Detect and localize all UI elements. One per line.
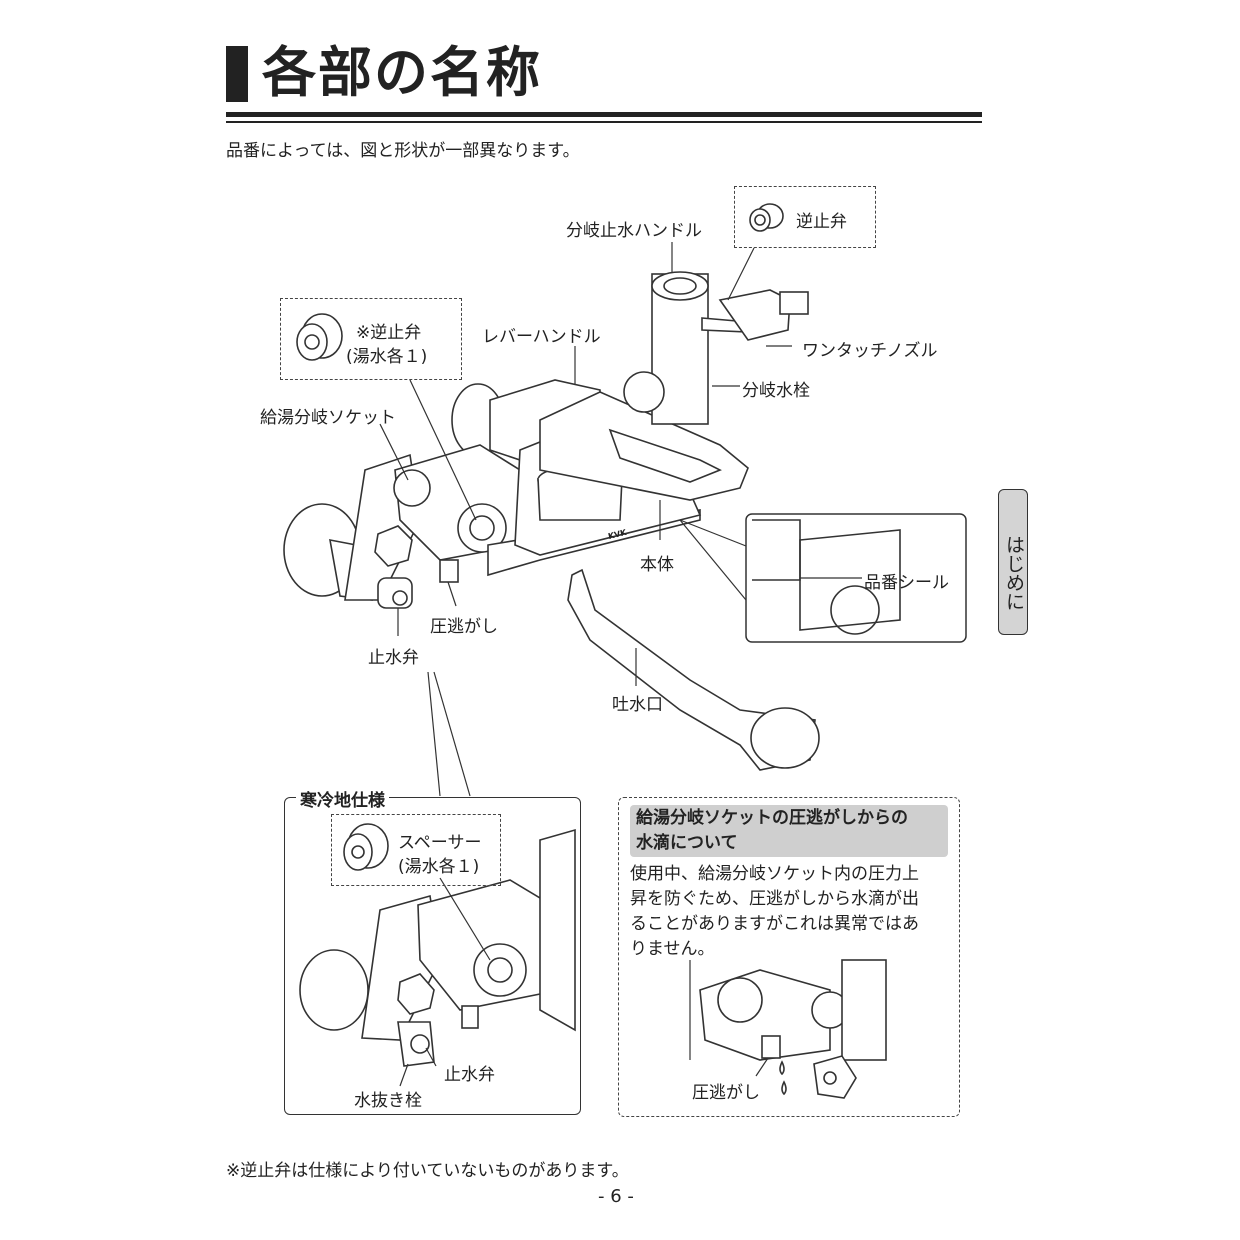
branch-stop-handle-shape	[651, 271, 709, 301]
spout-shape	[567, 568, 816, 771]
info-heading-line-2: 水滴について	[636, 833, 738, 853]
leader-lines	[379, 242, 792, 797]
label-spacer-2: (湯水各１)	[398, 857, 480, 877]
page-number: - 6 -	[598, 1186, 634, 1207]
label-branch-faucet: 分岐水栓	[742, 381, 810, 401]
label-check-valve-note-1: ※逆止弁	[356, 323, 422, 343]
info-body: 使用中、給湯分岐ソケット内の圧力上 昇を防ぐため、圧逃がしから水滴が出 ることが…	[630, 862, 952, 962]
spout-head	[750, 707, 820, 769]
check-valve-icon	[749, 203, 784, 232]
label-info-pressure-relief: 圧逃がし	[692, 1083, 760, 1103]
info-box	[618, 797, 960, 1117]
footnote: ※逆止弁は仕様により付いていないものがあります。	[226, 1161, 629, 1181]
cold-region-box	[284, 797, 581, 1115]
info-body-line-3: ることがありますがこれは異常ではあ	[630, 914, 919, 934]
check-valve-callout	[734, 186, 876, 248]
socket-nut-center	[469, 515, 495, 541]
info-body-line-1: 使用中、給湯分岐ソケット内の圧力上	[630, 864, 919, 884]
check-valve-note-icon	[296, 313, 343, 361]
label-product-seal: 品番シール	[864, 573, 949, 593]
title-rule-thin	[226, 121, 982, 123]
cold-region-title: 寒冷地仕様	[296, 786, 389, 811]
label-branch-stop-handle: 分岐止水ハンドル	[566, 221, 702, 241]
stop-valve-slot	[392, 590, 408, 606]
one-touch-nozzle-shape	[718, 289, 791, 341]
label-body: 本体	[640, 555, 674, 575]
title-bar-marker	[226, 46, 248, 102]
label-stop-valve: 止水弁	[368, 648, 419, 668]
label-drain-plug: 水抜き栓	[354, 1091, 422, 1111]
label-pressure-relief: 圧逃がし	[430, 617, 498, 637]
label-lever-handle: レバーハンドル	[482, 327, 601, 347]
info-body-line-4: りません。	[630, 939, 715, 959]
branch-faucet-nut	[623, 371, 665, 413]
side-tab-introduction[interactable]: はじめに	[998, 489, 1028, 635]
lever-handle-shape	[539, 391, 749, 501]
title-rule-thick	[226, 112, 982, 117]
label-cold-stop-valve: 止水弁	[444, 1065, 495, 1085]
branch-stop-handle-top	[663, 277, 697, 295]
hex-nut-left	[374, 525, 413, 567]
spacer-icon	[343, 823, 389, 871]
inset-nut	[830, 585, 880, 635]
page-subtitle: 品番によっては、図と形状が一部異なります。	[226, 141, 580, 161]
page-title: 各部の名称	[262, 41, 542, 104]
info-body-line-2: 昇を防ぐため、圧逃がしから水滴が出	[630, 889, 919, 909]
info-drawing	[689, 959, 887, 1099]
lever-handle-cutout	[608, 428, 722, 483]
label-one-touch-nozzle: ワンタッチノズル	[802, 341, 938, 361]
inset-body-right	[799, 529, 901, 631]
socket-nut-right	[457, 503, 507, 553]
label-check-valve: 逆止弁	[796, 212, 847, 232]
label-hot-branch-socket: 給湯分岐ソケット	[260, 408, 396, 428]
label-spout: 吐水口	[612, 695, 663, 715]
label-check-valve-note-2: (湯水各１)	[346, 347, 428, 367]
spacer-callout	[331, 814, 501, 886]
socket-nut-left	[393, 469, 431, 507]
label-spacer-1: スペーサー	[398, 833, 482, 853]
info-heading: 給湯分岐ソケットの圧逃がしからの 水滴について	[630, 805, 948, 857]
pressure-relief-shape	[439, 559, 459, 583]
check-valve-note-callout	[280, 298, 462, 380]
nozzle-cap	[779, 291, 809, 315]
body-cylinder	[537, 477, 623, 521]
cold-region-drawing	[299, 823, 576, 1087]
info-heading-line-1: 給湯分岐ソケットの圧逃がしからの	[636, 808, 908, 828]
